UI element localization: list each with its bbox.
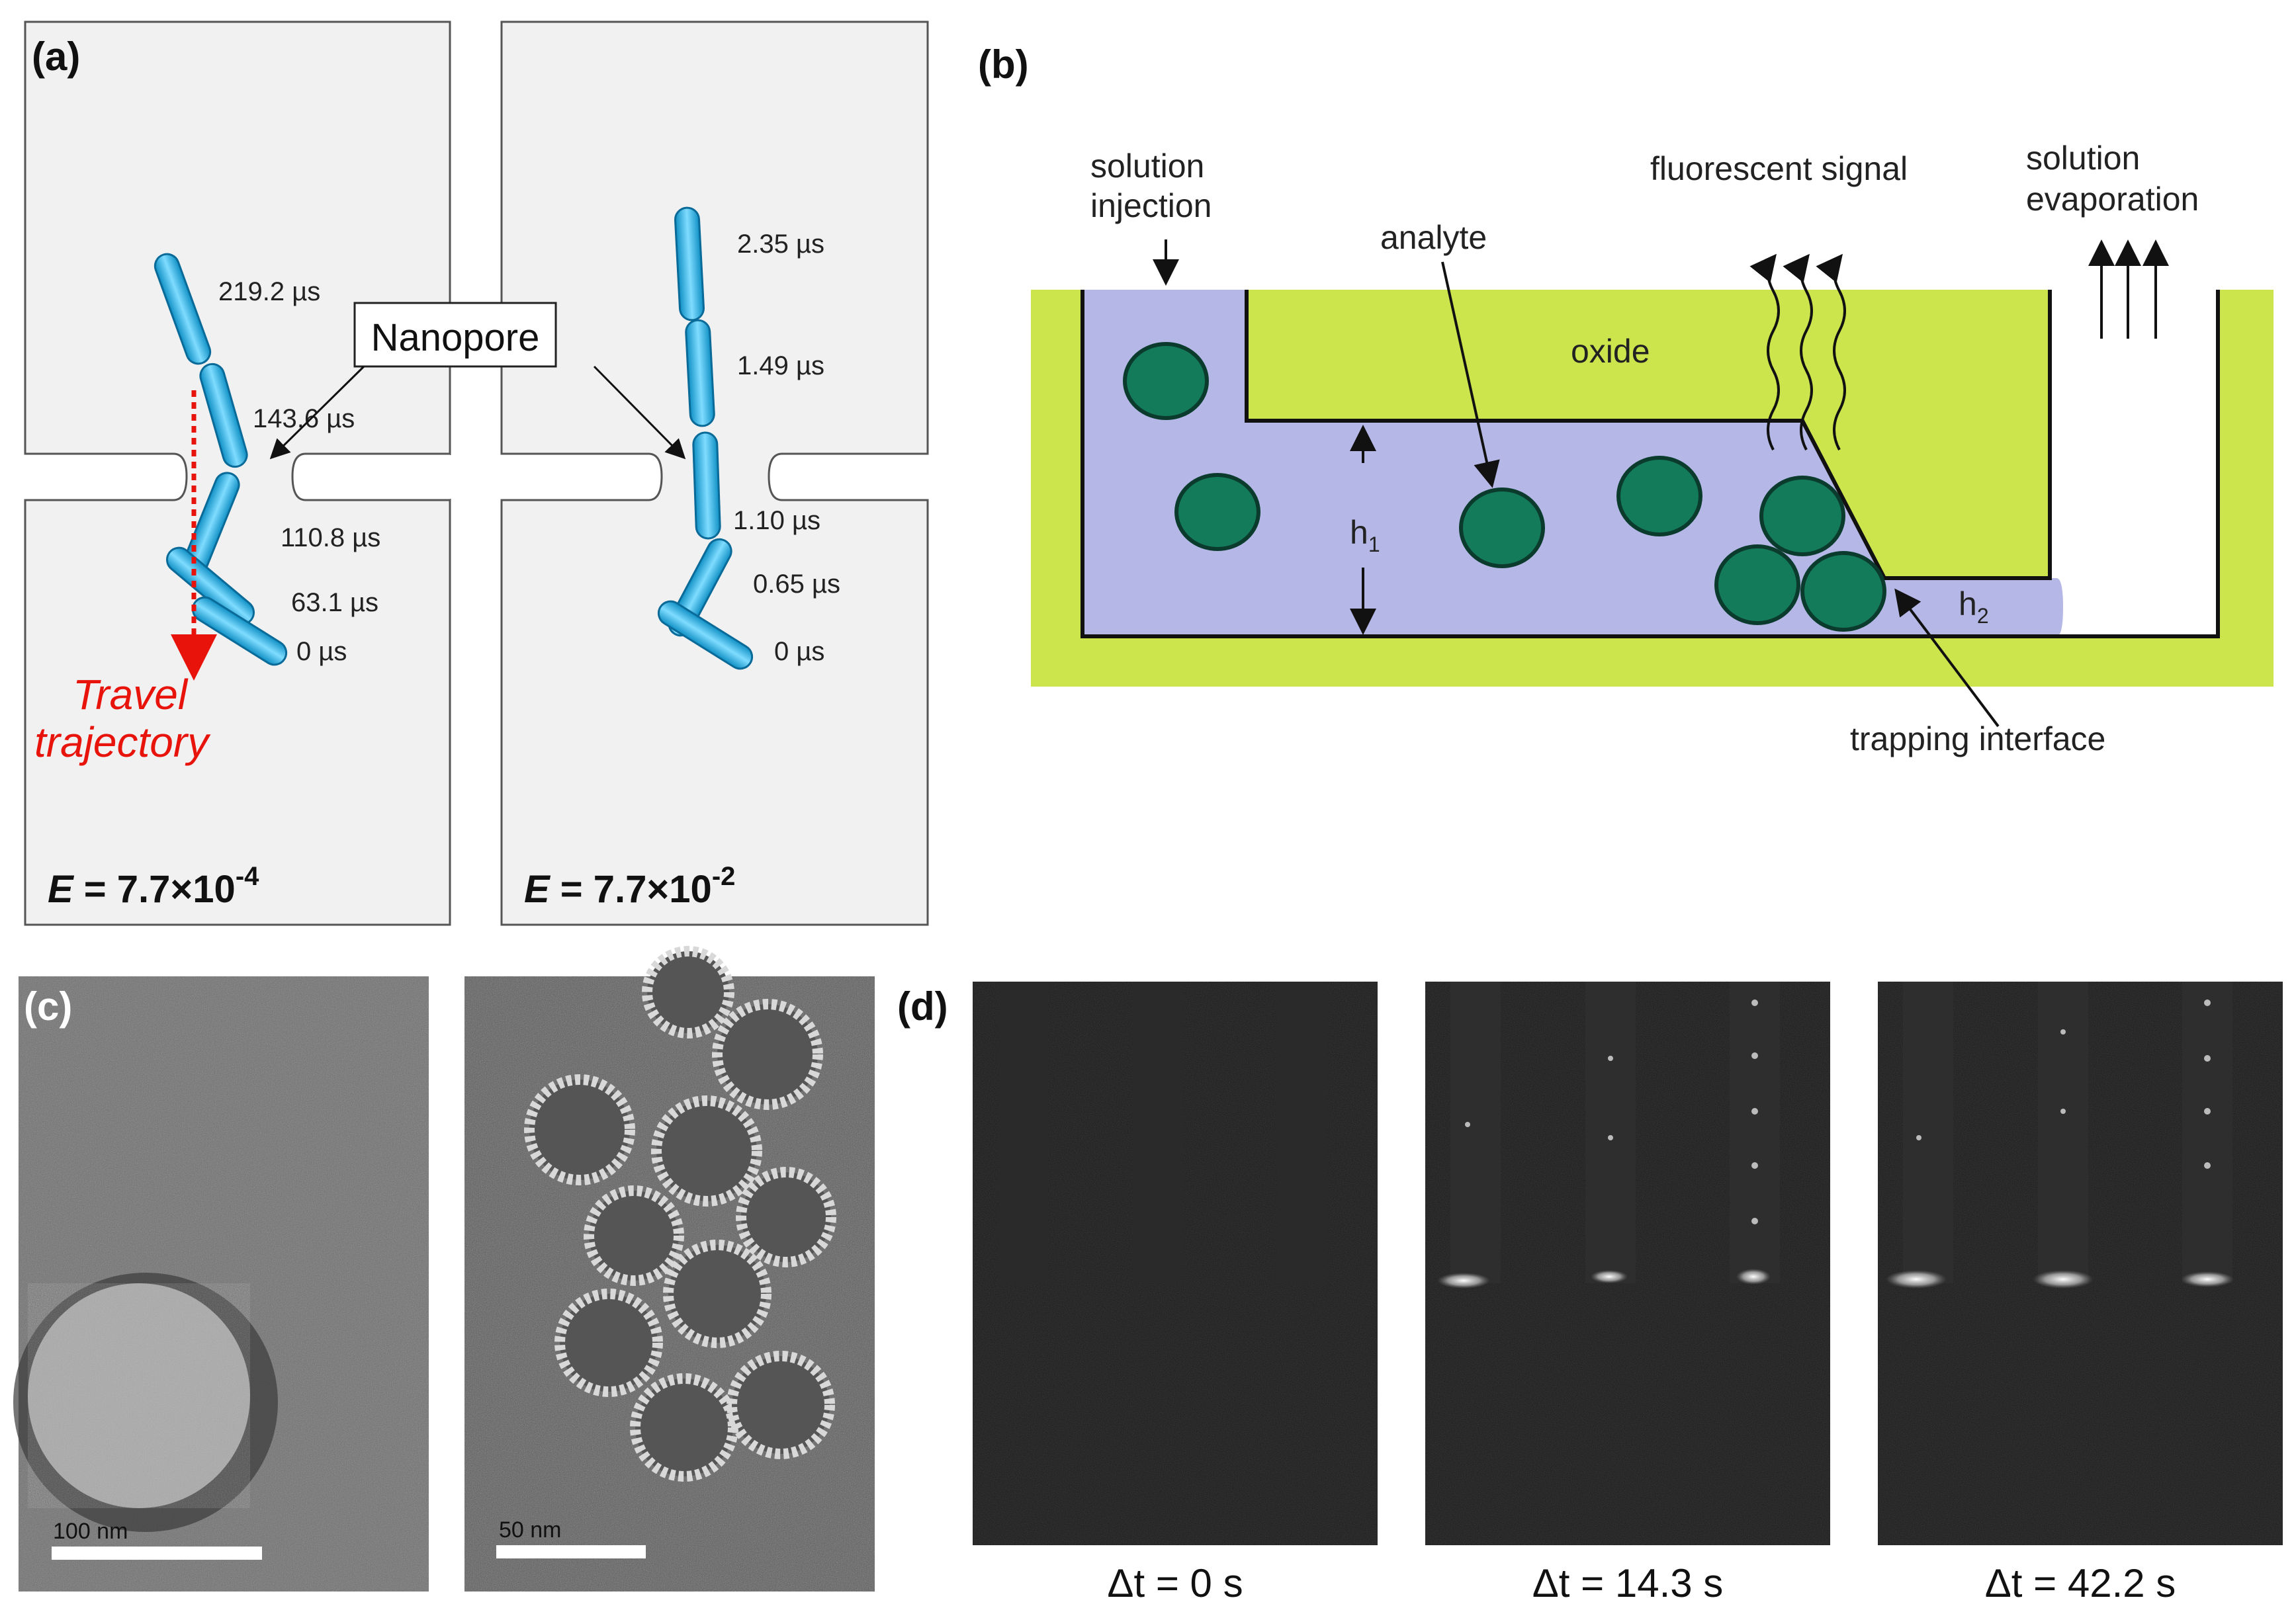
solution-injection-1: solution — [1090, 148, 1204, 185]
time-right-5: 0 µs — [774, 637, 824, 666]
panel-a-label: (a) — [32, 34, 80, 79]
rods-left — [154, 253, 288, 666]
chamber-left — [24, 21, 451, 926]
panel-d-label: (d) — [897, 984, 948, 1029]
solution-injection-2: injection — [1090, 187, 1212, 224]
time-right-4: 0.65 µs — [753, 570, 840, 599]
nanopore-label: Nanopore — [371, 316, 540, 359]
solution-evaporation-2: evaporation — [2026, 181, 2199, 218]
time-right-1: 2.35 µs — [737, 230, 824, 259]
fluorescence-frame-1 — [973, 982, 1378, 1545]
h2-label: h2 — [1959, 585, 1989, 628]
time-left-2: 143.6 µs — [253, 404, 355, 433]
time-left-5: 0 µs — [296, 637, 347, 666]
oxide-label: oxide — [1571, 333, 1650, 370]
time-right-2: 1.49 µs — [737, 351, 824, 380]
time-left-1: 219.2 µs — [218, 277, 320, 306]
frame-caption-3: Δt = 42.2 s — [1985, 1561, 2176, 1605]
time-left-4: 63.1 µs — [291, 588, 378, 617]
scale-label-left: 100 nm — [53, 1519, 128, 1544]
field-left: E = 7.7×10-4 — [48, 862, 259, 911]
rods-right — [657, 206, 754, 670]
fluorescence-frame-3 — [1878, 982, 2283, 1545]
panel-b: (b) solution injection fluorescent signa… — [978, 42, 2274, 757]
trajectory-label-2: trajectory — [34, 718, 211, 766]
evaporation-well — [2050, 290, 2218, 636]
trapping-interface-label: trapping interface — [1850, 720, 2105, 757]
trajectory-label-1: Travel — [73, 671, 189, 718]
scale-bar-right — [496, 1545, 646, 1558]
analyte-particles — [1123, 342, 1886, 632]
h1-label: h1 — [1350, 514, 1380, 556]
panel-b-label: (b) — [978, 42, 1029, 87]
scale-bar-left — [52, 1547, 262, 1560]
nanopore-callout-box — [353, 302, 557, 368]
panel-c: 100 nm 50 nm (c) — [13, 946, 875, 1592]
solution-evaporation-1: solution — [2026, 140, 2140, 177]
analyte-label: analyte — [1380, 219, 1487, 256]
virus-particles-small — [524, 946, 836, 1482]
panel-c-label: (c) — [24, 984, 72, 1029]
time-right-3: 1.10 µs — [733, 506, 820, 535]
field-right: E = 7.7×10-2 — [524, 862, 735, 911]
time-left-3: 110.8 µs — [281, 523, 380, 552]
fluorescence-frame-2 — [1425, 982, 1830, 1545]
panel-a: (a) Travel trajectory 219.2 µs 143.6 µs … — [24, 21, 929, 926]
fluorescent-signal-label: fluorescent signal — [1650, 150, 1908, 187]
scale-label-right: 50 nm — [499, 1517, 562, 1543]
frame-caption-1: Δt = 0 s — [1107, 1561, 1243, 1605]
panel-d: (d) — [897, 982, 2283, 1605]
frame-caption-2: Δt = 14.3 s — [1532, 1561, 1724, 1605]
